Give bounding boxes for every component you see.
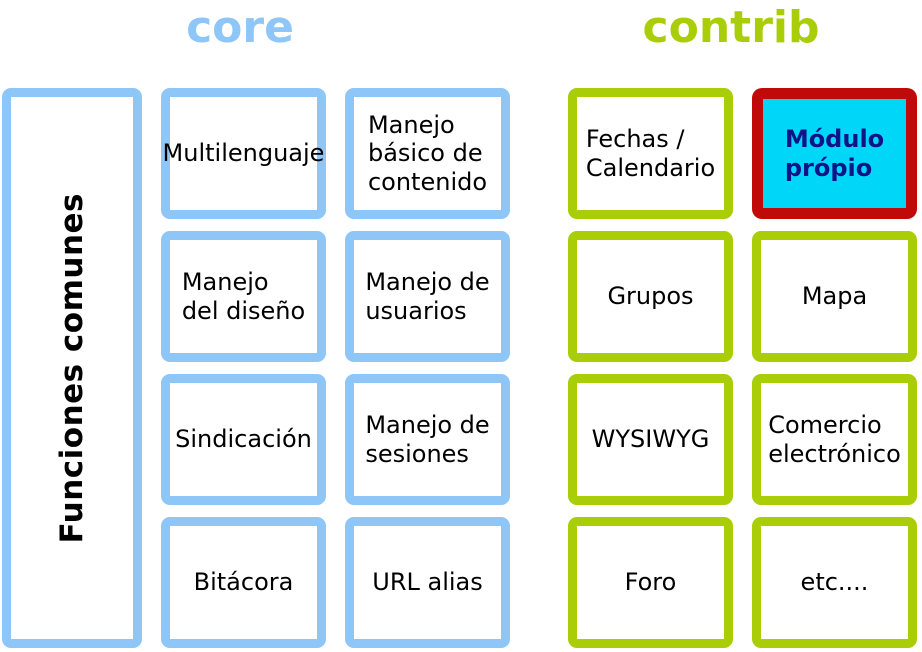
node-etc: etc....	[752, 517, 917, 648]
contrib-section-title: contrib	[642, 2, 820, 53]
node-wysiwyg: WYSIWYG	[568, 374, 733, 505]
contrib-modules-grid: Fechas / Calendario Módulo própio Grupos…	[568, 88, 917, 648]
node-url-alias: URL alias	[345, 517, 510, 648]
node-label: Comercio electrónico	[768, 411, 901, 468]
node-manejo-diseno: Manejo del diseño	[161, 231, 326, 362]
node-label: etc....	[800, 568, 869, 597]
node-label: Foro	[624, 568, 677, 597]
node-comercio-electronico: Comercio electrónico	[752, 374, 917, 505]
node-bitacora: Bitácora	[161, 517, 326, 648]
node-sindicacion: Sindicación	[161, 374, 326, 505]
node-mapa: Mapa	[752, 231, 917, 362]
core-section-title: core	[186, 2, 294, 53]
node-label: URL alias	[372, 568, 483, 597]
node-label: Módulo própio	[784, 125, 885, 182]
node-funciones-comunes: Funciones comunes	[2, 88, 142, 648]
node-label: Mapa	[801, 282, 868, 311]
node-grupos: Grupos	[568, 231, 733, 362]
node-label: Manejo de usuarios	[365, 268, 490, 325]
node-funciones-comunes-label: Funciones comunes	[54, 192, 90, 544]
node-multilenguaje: Multilenguaje	[161, 88, 326, 219]
node-label: Sindicación	[175, 425, 312, 454]
node-foro: Foro	[568, 517, 733, 648]
node-label: Grupos	[607, 282, 694, 311]
core-modules-grid: Multilenguaje Manejo básico de contenido…	[161, 88, 510, 648]
node-label: WYSIWYG	[591, 425, 710, 454]
node-manejo-sesiones: Manejo de sesiones	[345, 374, 510, 505]
node-label: Manejo de sesiones	[365, 411, 490, 468]
node-manejo-basico-contenido: Manejo básico de contenido	[345, 88, 510, 219]
node-fechas-calendario: Fechas / Calendario	[568, 88, 733, 219]
node-manejo-usuarios: Manejo de usuarios	[345, 231, 510, 362]
node-label: Bitácora	[193, 568, 294, 597]
node-label: Manejo básico de contenido	[367, 111, 488, 196]
node-label: Manejo del diseño	[181, 268, 306, 325]
node-label: Fechas / Calendario	[585, 125, 716, 182]
node-label: Multilenguaje	[162, 139, 325, 168]
node-modulo-propio: Módulo própio	[752, 88, 917, 219]
